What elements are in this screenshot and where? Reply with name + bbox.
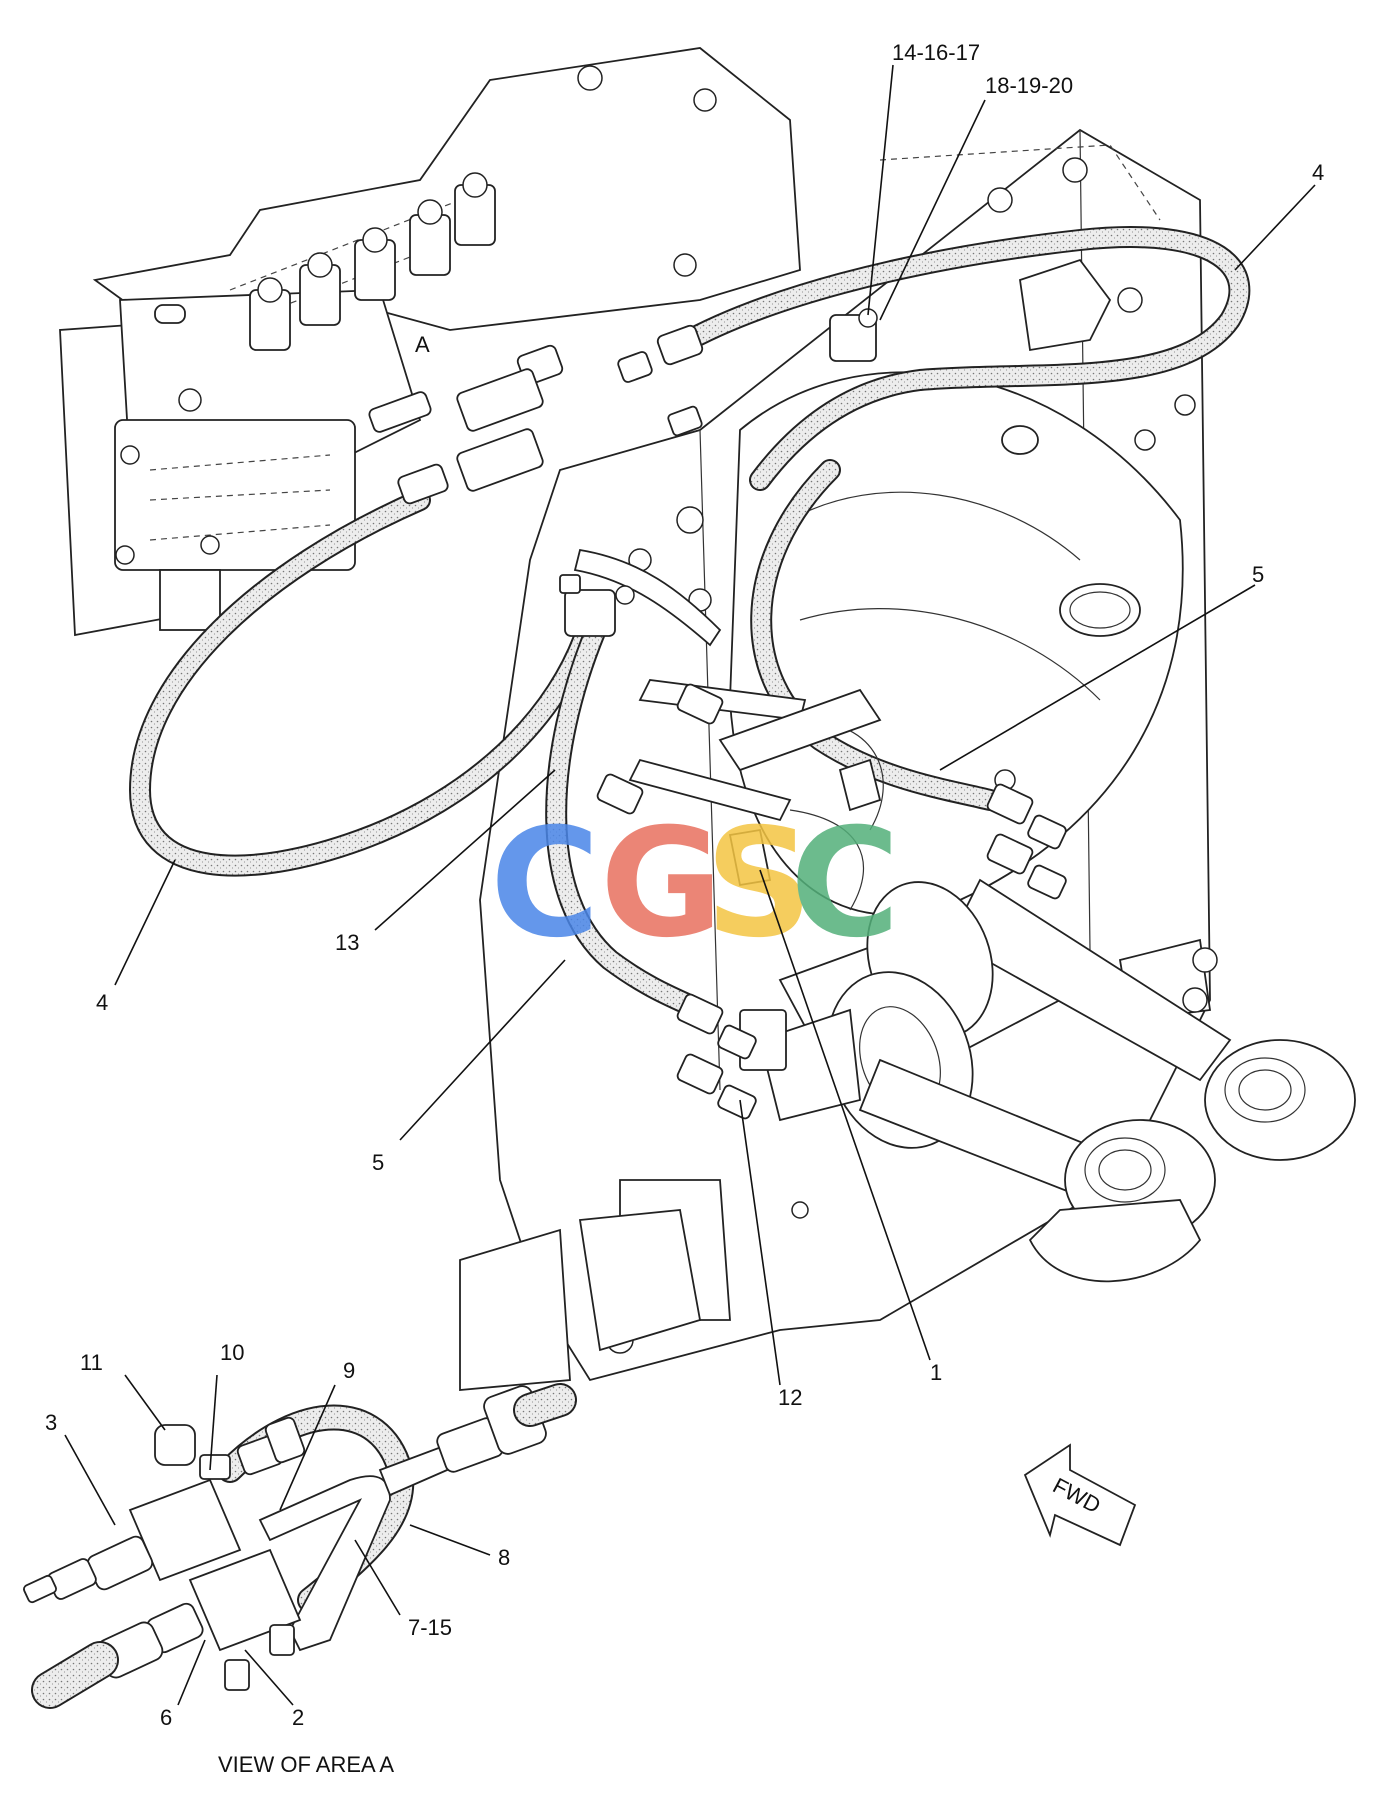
view-of-area-a-label: VIEW OF AREA A bbox=[218, 1752, 394, 1777]
watermark-letter-1: C bbox=[490, 797, 600, 971]
callout-14-16-17: 14-16-17 bbox=[892, 40, 980, 65]
callout-18-19-20: 18-19-20 bbox=[985, 73, 1073, 98]
watermark: C G S C bbox=[490, 797, 900, 971]
callout-4-left: 4 bbox=[96, 990, 108, 1015]
callout-3: 3 bbox=[45, 1410, 57, 1435]
callout-7-15: 7-15 bbox=[408, 1615, 452, 1640]
forward-direction-arrow: FWD bbox=[1023, 1443, 1137, 1547]
hose-clamp-left bbox=[564, 589, 616, 637]
watermark-letter-4: C bbox=[790, 797, 900, 971]
valve-stack bbox=[249, 172, 496, 351]
steering-cylinder bbox=[739, 878, 1356, 1283]
hose-5-lower bbox=[545, 609, 711, 1021]
callout-5-right: 5 bbox=[1252, 562, 1264, 587]
leader-lines bbox=[64, 64, 1316, 1706]
hose-4-lower bbox=[129, 489, 601, 877]
watermark-letter-2: G bbox=[600, 797, 723, 971]
hose-4-upper bbox=[669, 226, 1251, 491]
callout-a: A bbox=[415, 332, 430, 357]
callout-9: 9 bbox=[343, 1358, 355, 1383]
valve-bank-bracket bbox=[59, 47, 801, 637]
callout-labels: 14-16-17 18-19-20 4 A 5 13 4 5 1 12 11 1… bbox=[45, 40, 1324, 1777]
fittings bbox=[368, 308, 1067, 1120]
callout-5-lower: 5 bbox=[372, 1150, 384, 1175]
callout-12: 12 bbox=[778, 1385, 802, 1410]
callout-8: 8 bbox=[498, 1545, 510, 1570]
callout-11: 11 bbox=[80, 1350, 103, 1375]
callout-10: 10 bbox=[220, 1340, 244, 1365]
rod-end-upper bbox=[1204, 1039, 1356, 1161]
callout-4-top: 4 bbox=[1312, 160, 1324, 185]
callout-6: 6 bbox=[160, 1705, 172, 1730]
callout-13: 13 bbox=[335, 930, 359, 955]
hose-assemblies bbox=[129, 226, 1251, 1021]
callout-2: 2 bbox=[292, 1705, 304, 1730]
callout-1: 1 bbox=[930, 1360, 942, 1385]
watermark-letter-3: S bbox=[705, 797, 813, 971]
plug-fitting bbox=[154, 1424, 196, 1466]
area-a-detail-view bbox=[23, 1383, 577, 1709]
